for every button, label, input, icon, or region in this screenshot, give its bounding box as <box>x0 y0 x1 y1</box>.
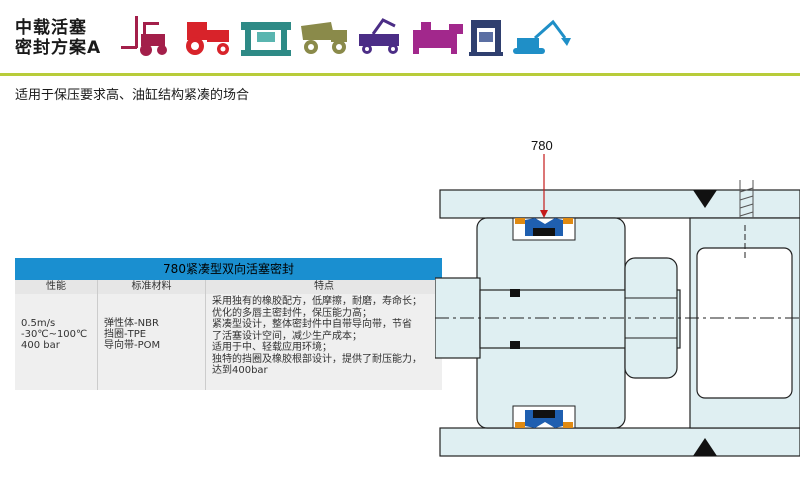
table-header-row: 性能 标准材料 特点 <box>15 280 442 294</box>
cell-features: 采用独有的橡胶配方，低摩擦，耐磨，寿命长； 优化的多唇主密封件，保压能力高； 紧… <box>205 294 442 390</box>
cell-materials: 弹性体-NBR 挡圈-TPE 导向带-POM <box>97 294 205 390</box>
piston-nut <box>624 257 678 379</box>
part-number-label: 780 <box>531 138 553 153</box>
cylinder-wall-bottom <box>439 427 800 457</box>
cell-performance: 0.5m/s -30℃~100℃ 400 bar <box>21 318 88 351</box>
header-performance: 性能 <box>46 281 66 292</box>
table-row: 0.5m/s -30℃~100℃ 400 bar 弹性体-NBR 挡圈-TPE … <box>15 294 442 390</box>
page-title: 中载活塞 密封方案A <box>15 18 101 58</box>
header-features: 特点 <box>205 280 442 294</box>
injection-molding-machine-icon <box>413 22 463 54</box>
hydraulic-press-icon <box>469 20 503 56</box>
table-title: 780紧凑型双向活塞密封 <box>15 258 442 280</box>
press-machine-icon <box>241 22 291 56</box>
seal-top <box>512 217 576 241</box>
excavator-icon <box>513 19 571 54</box>
dump-truck-icon <box>301 22 347 54</box>
piston-seal-cross-section: 780 <box>435 138 800 457</box>
header-divider <box>0 73 800 76</box>
application-icons <box>121 16 571 56</box>
application-subtitle: 适用于保压要求高、油缸结构紧凑的场合 <box>15 88 250 103</box>
specification-table: 780紧凑型双向活塞密封 性能 标准材料 特点 0.5m/s -30℃~100℃… <box>15 258 442 390</box>
tractor-icon <box>186 22 229 55</box>
mining-vehicle-icon <box>359 18 399 54</box>
seal-bottom <box>512 405 576 429</box>
title-line-2: 密封方案A <box>15 38 102 58</box>
title-line-1: 中载活塞 <box>15 18 87 38</box>
forklift-icon <box>121 16 167 56</box>
header-materials: 标准材料 <box>97 280 205 294</box>
